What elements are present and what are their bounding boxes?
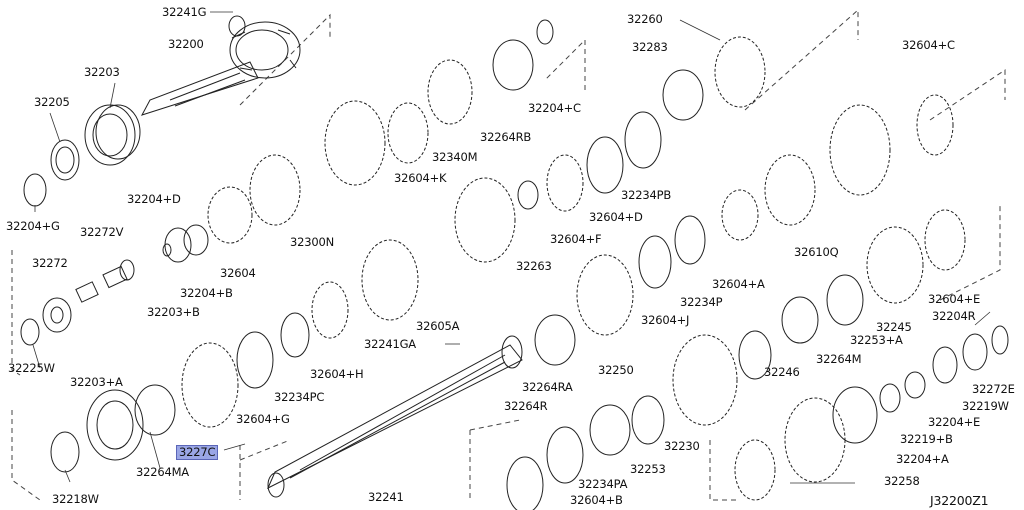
- label-32604A: 32604+A: [712, 277, 765, 291]
- label-32234P: 32234P: [680, 295, 723, 309]
- label-32260: 32260: [627, 12, 663, 26]
- label-32272: 32272: [32, 256, 68, 270]
- label-32234PA: 32234PA: [578, 477, 628, 491]
- needle-bearings: [134, 39, 958, 456]
- label-32200: 32200: [168, 37, 204, 51]
- label-32218W: 32218W: [52, 492, 99, 506]
- label-32272V: 32272V: [80, 225, 124, 239]
- gears: [181, 36, 966, 501]
- label-32604H: 32604+H: [310, 367, 364, 381]
- label-32604J: 32604+J: [641, 313, 690, 327]
- label-32264R: 32264R: [504, 399, 548, 413]
- label-32604K: 32604+K: [394, 171, 447, 185]
- label-32203: 32203: [84, 65, 120, 79]
- label-32604F: 32604+F: [550, 232, 602, 246]
- label-32205: 32205: [34, 95, 70, 109]
- label-32604E: 32604+E: [928, 292, 981, 306]
- pilot-parts: [42, 259, 135, 333]
- input-shaft: [140, 15, 301, 116]
- label-32604C: 32604+C: [902, 38, 955, 52]
- label-32340M: 32340M: [432, 150, 478, 164]
- label-32230: 32230: [664, 439, 700, 453]
- label-32203B: 32203+B: [147, 305, 200, 319]
- group-outlines: [11, 8, 1006, 501]
- label-32264M: 32264M: [816, 352, 862, 366]
- label-32234PC: 32234PC: [274, 390, 325, 404]
- label-32245: 32245: [876, 320, 912, 334]
- label-32241: 32241: [368, 490, 404, 504]
- label-32264RA: 32264RA: [522, 380, 573, 394]
- label-32604D: 32604+D: [589, 210, 643, 224]
- label-32241GA: 32241GA: [364, 337, 416, 351]
- label-32241G: 32241G: [162, 5, 207, 19]
- label-32264RB: 32264RB: [480, 130, 532, 144]
- label-32204D: 32204+D: [127, 192, 181, 206]
- label-32203A: 32203+A: [70, 375, 123, 389]
- label-32283: 32283: [632, 40, 668, 54]
- label-32246: 32246: [764, 365, 800, 379]
- label-32204G: 32204+G: [6, 219, 60, 233]
- label-32258: 32258: [884, 474, 920, 488]
- label-32264MA: 32264MA: [136, 465, 189, 479]
- label-32253A: 32253+A: [850, 333, 903, 347]
- leader-lines: [32, 11, 991, 484]
- label-32610Q: 32610Q: [794, 245, 839, 259]
- label-32253: 32253: [630, 462, 666, 476]
- rings-large: [86, 111, 864, 510]
- label-32219W: 32219W: [962, 399, 1009, 413]
- label-32604: 32604: [220, 266, 256, 280]
- label-32204B: 32204+B: [180, 286, 233, 300]
- label-3227C-highlighted[interactable]: 3227C: [175, 445, 219, 460]
- drawing-code: J32200Z1: [930, 493, 989, 508]
- label-32272E: 32272E: [972, 382, 1015, 396]
- label-32605A: 32605A: [416, 319, 460, 333]
- label-32225W: 32225W: [8, 361, 55, 375]
- label-32204R: 32204R: [932, 309, 976, 323]
- bearing-32203: [84, 104, 141, 166]
- label-32204A: 32204+A: [896, 452, 949, 466]
- label-32250: 32250: [598, 363, 634, 377]
- label-32604B: 32604+B: [570, 493, 623, 507]
- main-shaft: [266, 335, 523, 498]
- label-32263: 32263: [516, 259, 552, 273]
- label-32204C: 32204+C: [528, 101, 581, 115]
- label-32604G: 32604+G: [236, 412, 290, 426]
- label-32204E: 32204+E: [928, 415, 981, 429]
- label-32234PB: 32234PB: [621, 188, 672, 202]
- label-32300N: 32300N: [290, 235, 334, 249]
- label-32219B: 32219+B: [900, 432, 953, 446]
